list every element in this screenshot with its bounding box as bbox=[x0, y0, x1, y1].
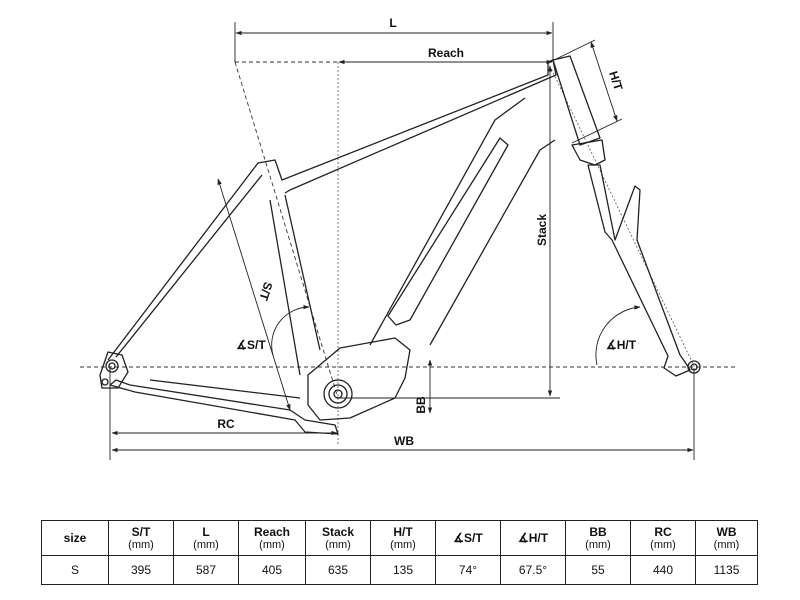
table-cell: 55 bbox=[565, 555, 631, 585]
table-cell: 74° bbox=[435, 555, 501, 585]
label-rc: RC bbox=[217, 417, 235, 431]
dim-st bbox=[217, 178, 291, 411]
label-st: S/T bbox=[256, 280, 275, 303]
header-cell: H/T(mm) bbox=[370, 520, 436, 556]
table-row: S 395 587 405 635 135 74° 67.5° 55 440 1… bbox=[41, 555, 758, 585]
label-bb: BB bbox=[414, 396, 428, 414]
label-wb: WB bbox=[394, 434, 414, 448]
header-cell: ∡H/T bbox=[500, 520, 566, 556]
table-cell: 587 bbox=[173, 555, 239, 585]
arc-ht-angle bbox=[595, 305, 641, 366]
label-ht: H/T bbox=[606, 69, 625, 92]
geometry-table: size S/T(mm) L(mm) Reach(mm) Stack(mm) H… bbox=[41, 520, 758, 585]
label-ht-angle: ∡H/T bbox=[606, 338, 637, 352]
label-reach: Reach bbox=[428, 46, 464, 60]
dimension-lines bbox=[111, 30, 694, 453]
header-cell: BB(mm) bbox=[565, 520, 631, 556]
header-cell: L(mm) bbox=[173, 520, 239, 556]
table-cell: 635 bbox=[305, 555, 371, 585]
dim-ht bbox=[590, 41, 618, 122]
header-cell: Reach(mm) bbox=[238, 520, 306, 556]
table-cell: 440 bbox=[630, 555, 696, 585]
header-cell: ∡S/T bbox=[435, 520, 501, 556]
table-cell: 395 bbox=[108, 555, 174, 585]
table-cell: 135 bbox=[370, 555, 436, 585]
header-cell: size bbox=[41, 520, 109, 556]
arc-st-angle bbox=[271, 304, 310, 356]
table-cell: 405 bbox=[238, 555, 306, 585]
table-cell: S bbox=[41, 555, 109, 585]
header-cell: Stack(mm) bbox=[305, 520, 371, 556]
header-cell: WB(mm) bbox=[695, 520, 758, 556]
table-cell: 67.5° bbox=[500, 555, 566, 585]
table-header-row: size S/T(mm) L(mm) Reach(mm) Stack(mm) H… bbox=[41, 520, 758, 556]
label-l: L bbox=[389, 16, 396, 30]
bike-frame bbox=[99, 55, 701, 435]
header-cell: S/T(mm) bbox=[108, 520, 174, 556]
label-stack: Stack bbox=[535, 214, 549, 246]
label-st-angle: ∡S/T bbox=[236, 338, 266, 352]
table-cell: 1135 bbox=[695, 555, 758, 585]
bike-geometry-diagram: L Reach H/T Stack S/T ∡S/T ∡H/T BB RC WB bbox=[80, 16, 735, 460]
header-cell: RC(mm) bbox=[630, 520, 696, 556]
